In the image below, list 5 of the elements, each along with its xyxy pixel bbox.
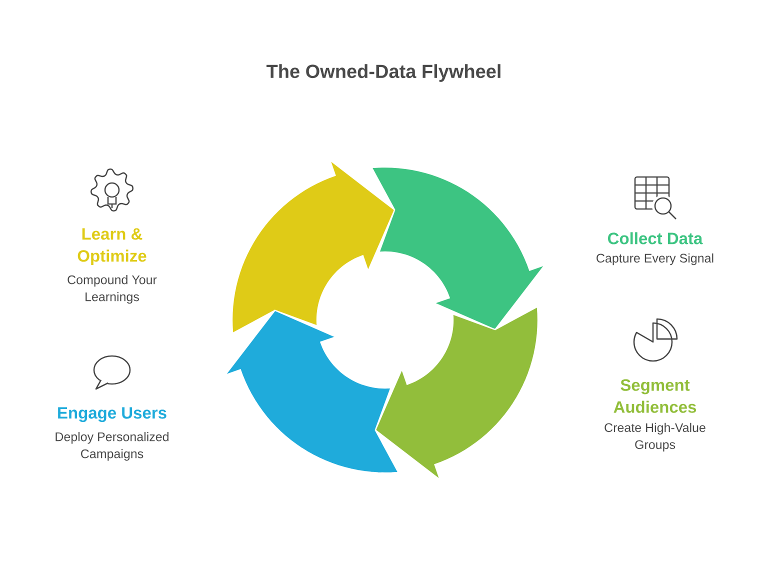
step-text: Engage Users Deploy Personalized Campaigns xyxy=(56,407,168,461)
step-text: Learn & Optimize Compound Your Learnings xyxy=(68,228,157,304)
step-text: Segment Audiences Create High-Value Groups xyxy=(604,379,706,452)
step-text: Collect Data Capture Every Signal xyxy=(596,232,714,266)
title: The Owned-Data Flywheel xyxy=(266,64,500,82)
